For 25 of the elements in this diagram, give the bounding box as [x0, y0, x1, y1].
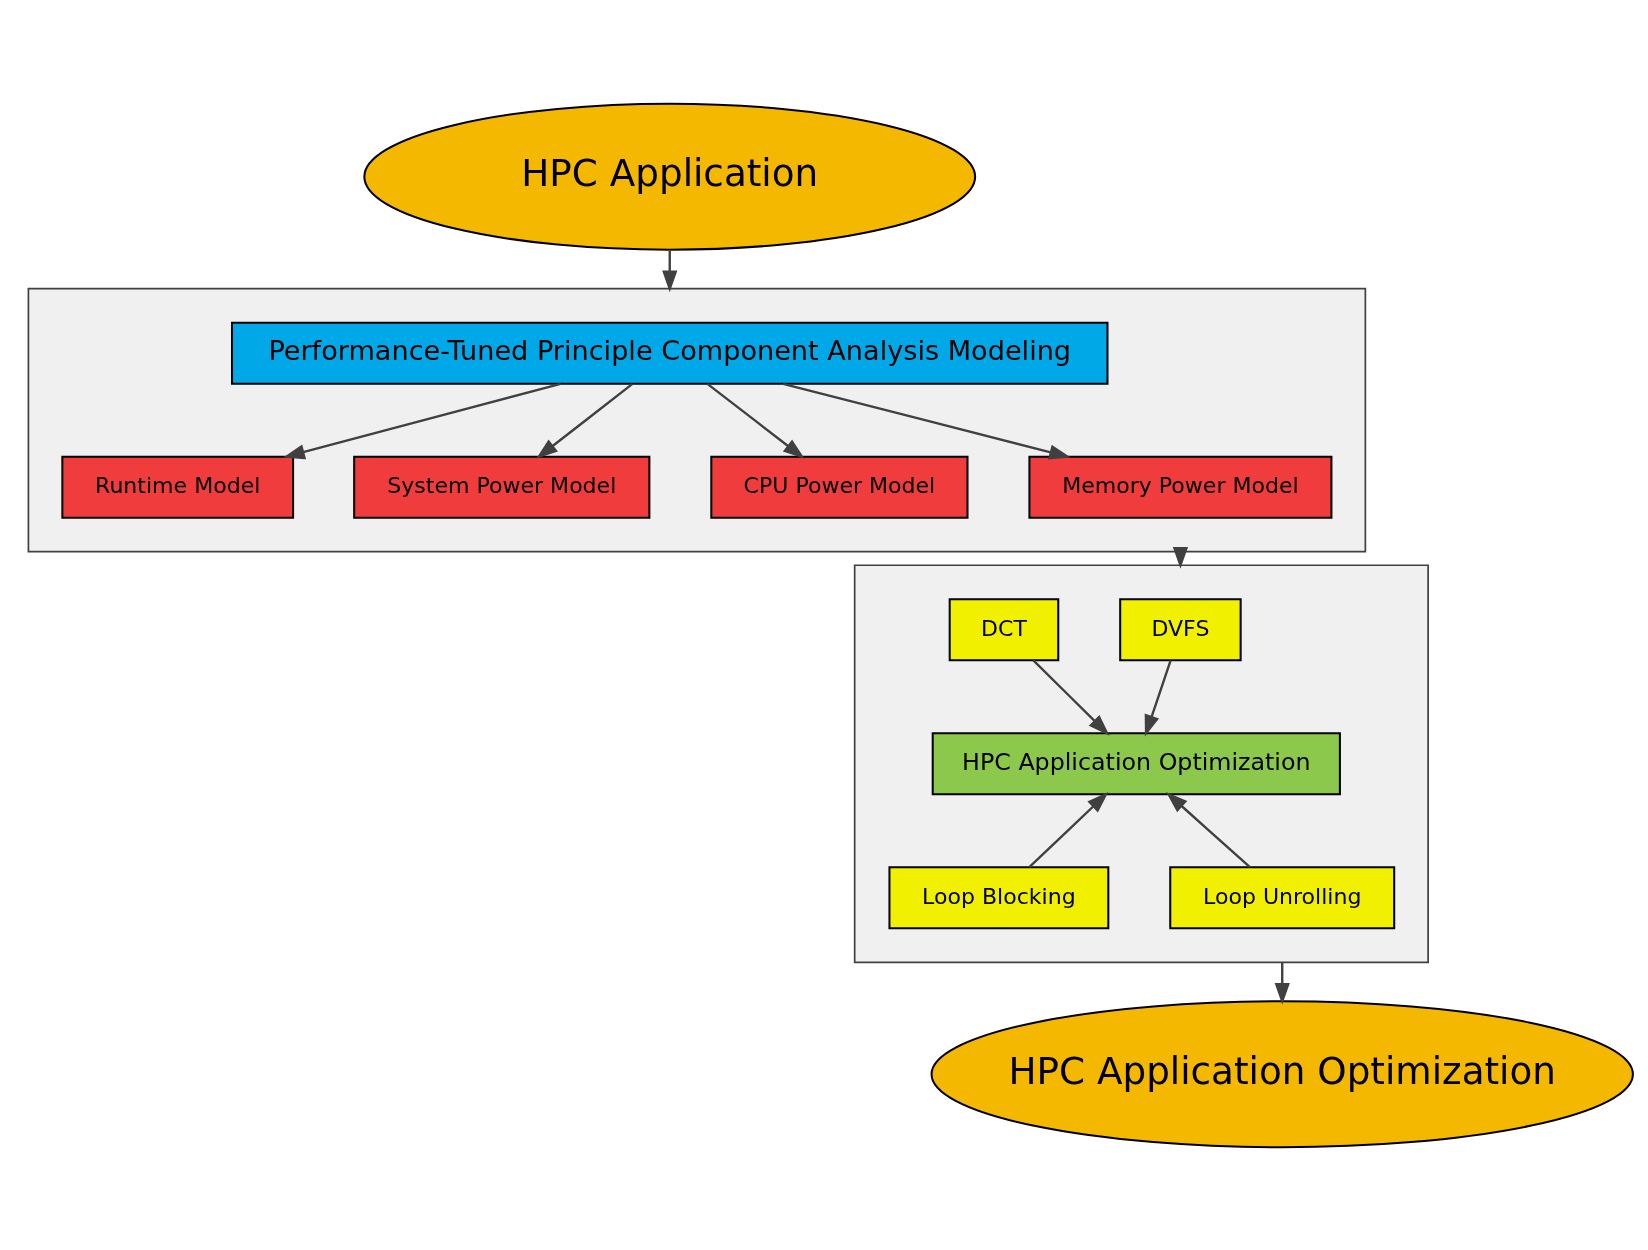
- cluster: [27, 287, 1367, 553]
- node-box: System Power Model: [353, 455, 651, 519]
- arrow: [1028, 791, 1109, 868]
- arrow: [706, 382, 805, 459]
- arrow: [536, 382, 634, 459]
- node-box: DCT: [948, 597, 1060, 661]
- node-box: Runtime Model: [61, 455, 295, 519]
- cluster: [853, 563, 1429, 963]
- node-ellipse: HPC Application Optimization: [930, 999, 1634, 1148]
- arrow: [662, 249, 678, 292]
- arrow: [1166, 791, 1251, 868]
- arrow: [1172, 546, 1189, 569]
- node-box: Loop Blocking: [888, 865, 1110, 929]
- node-box: Memory Power Model: [1028, 455, 1333, 519]
- arrow: [1144, 659, 1172, 737]
- node-box: Loop Unrolling: [1169, 865, 1396, 929]
- node-box: CPU Power Model: [710, 455, 969, 519]
- node-box: Performance-Tuned Principle Component Analysis Modeling: [231, 321, 1109, 385]
- arrow: [1032, 659, 1110, 736]
- node-ellipse: HPC Application: [363, 102, 977, 251]
- arrow: [283, 382, 561, 459]
- node-box: HPC Application Optimization: [931, 731, 1341, 795]
- node-box: DVFS: [1119, 597, 1242, 661]
- arrow: [782, 382, 1071, 459]
- arrow: [1274, 961, 1290, 1005]
